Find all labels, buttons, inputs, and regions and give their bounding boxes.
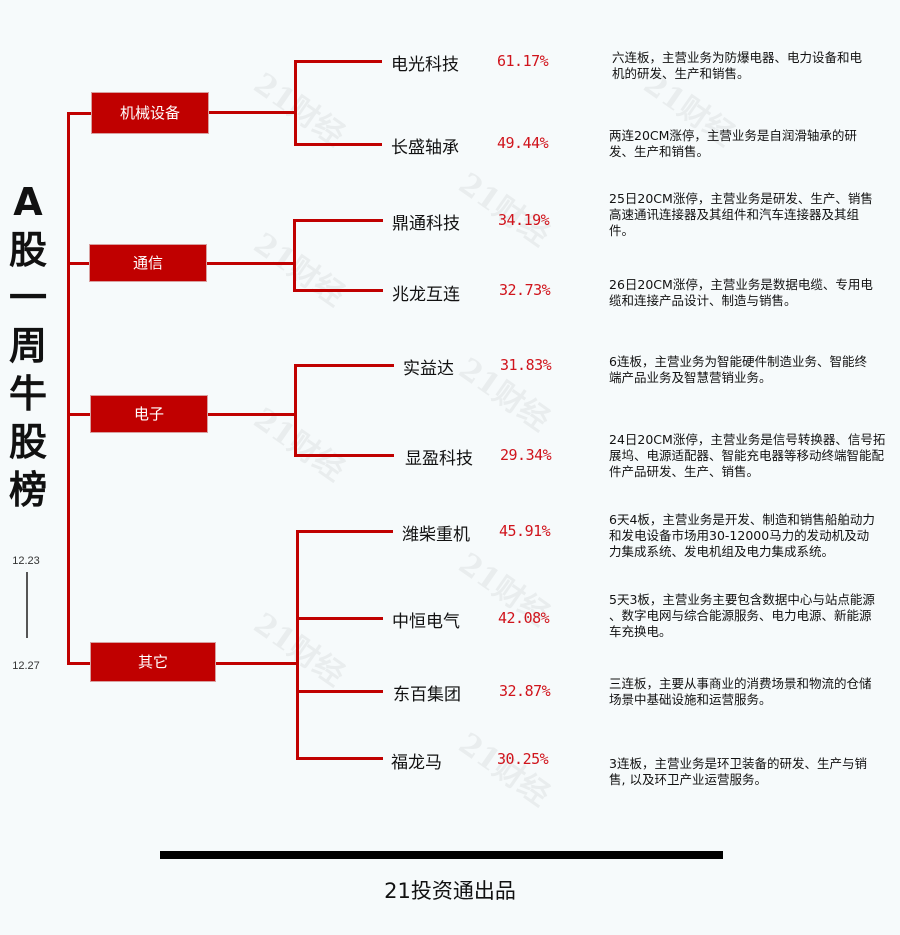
- stock-name: 显盈科技: [405, 449, 473, 469]
- watermark: 21财经: [247, 401, 351, 489]
- connector-line: [294, 143, 382, 146]
- connector-line: [294, 60, 297, 145]
- stock-name: 兆龙互连: [392, 285, 460, 305]
- stock-description: 3连板，主营业务是环卫装备的研发、生产与销售, 以及环卫产业运营服务。: [609, 756, 867, 787]
- footer-credit: 21投资通出品: [384, 879, 516, 903]
- connector-line: [296, 690, 383, 693]
- stock-description: 24日20CM涨停，主营业务是信号转换器、信号拓展坞、电源适配器、智能充电器等移…: [609, 432, 886, 479]
- stock-name: 潍柴重机: [402, 525, 470, 545]
- connector-line: [296, 757, 383, 760]
- category-others: 其它: [90, 642, 216, 682]
- page-title: A 股 一 周 牛 股 榜: [8, 178, 48, 514]
- title-char: 周: [8, 324, 47, 368]
- stock-change: 49.44%: [497, 134, 549, 152]
- date-divider: [26, 572, 28, 638]
- stock-change: 32.87%: [499, 682, 551, 700]
- branch-line: [67, 662, 91, 665]
- stock-description: 六连板，主营业务为防爆电器、电力设备和电机的研发、生产和销售。: [612, 50, 863, 81]
- stock-change: 29.34%: [500, 446, 552, 464]
- category-electronics: 电子: [90, 395, 208, 433]
- stock-change: 45.91%: [499, 522, 551, 540]
- date-end: 12.27: [12, 660, 40, 672]
- trunk-line: [67, 112, 70, 664]
- title-char: A: [13, 180, 43, 224]
- title-char: 股: [8, 420, 47, 464]
- title-char: 一: [8, 276, 47, 320]
- stock-name: 实益达: [403, 359, 454, 379]
- stock-description: 两连20CM涨停，主营业务是自润滑轴承的研发、生产和销售。: [609, 128, 857, 159]
- stock-change: 61.17%: [497, 52, 549, 70]
- title-char: 榜: [8, 468, 47, 512]
- connector-line: [209, 111, 296, 114]
- stock-description: 6连板，主营业务为智能硬件制造业务、智能终端产品业务及智慧营销业务。: [609, 354, 867, 385]
- stock-name: 电光科技: [391, 55, 459, 75]
- connector-line: [296, 530, 299, 760]
- stock-name: 福龙马: [391, 753, 442, 773]
- connector-line: [294, 60, 382, 63]
- connector-line: [294, 364, 297, 456]
- stock-description: 三连板，主要从事商业的消费场景和物流的仓储场景中基础设施和运营服务。: [609, 676, 872, 707]
- branch-line: [67, 413, 91, 416]
- branch-line: [67, 262, 91, 265]
- watermark: 21财经: [247, 606, 351, 694]
- stock-name: 东百集团: [393, 685, 461, 705]
- connector-line: [294, 364, 394, 367]
- date-start: 12.23: [12, 555, 40, 567]
- stock-name: 长盛轴承: [391, 138, 459, 158]
- stock-change: 31.83%: [500, 356, 552, 374]
- stock-name: 中恒电气: [392, 612, 460, 632]
- connector-line: [296, 530, 393, 533]
- connector-line: [207, 262, 295, 265]
- category-telecom: 通信: [89, 244, 207, 282]
- connector-line: [294, 454, 394, 457]
- connector-line: [296, 617, 383, 620]
- stock-name: 鼎通科技: [392, 214, 460, 234]
- stock-description: 6天4板，主营业务是开发、制造和销售船舶动力和发电设备市场用30-12000马力…: [609, 512, 875, 559]
- watermark: 21财经: [247, 226, 351, 314]
- connector-line: [216, 662, 298, 665]
- stock-description: 25日20CM涨停，主营业务是研发、生产、销售高速通讯连接器及其组件和汽车连接器…: [609, 191, 873, 238]
- stock-description: 26日20CM涨停，主营业务是数据电缆、专用电缆和连接产品设计、制造与销售。: [609, 277, 873, 308]
- title-char: 牛: [8, 372, 47, 416]
- stock-change: 32.73%: [499, 281, 551, 299]
- connector-line: [293, 289, 383, 292]
- stock-change: 34.19%: [498, 211, 550, 229]
- watermark: 21财经: [452, 166, 556, 254]
- stock-description: 5天3板，主营业务主要包含数据中心与站点能源 、数字电网与综合能源服务、电力电源…: [609, 592, 875, 639]
- title-char: 股: [8, 228, 47, 272]
- category-machinery: 机械设备: [91, 92, 209, 134]
- branch-line: [67, 112, 93, 115]
- connector-line: [293, 219, 296, 291]
- stock-change: 42.08%: [498, 609, 550, 627]
- connector-line: [208, 413, 296, 416]
- footer-divider: [160, 851, 723, 859]
- stock-change: 30.25%: [497, 750, 549, 768]
- connector-line: [293, 219, 383, 222]
- watermark: 21财经: [247, 66, 351, 154]
